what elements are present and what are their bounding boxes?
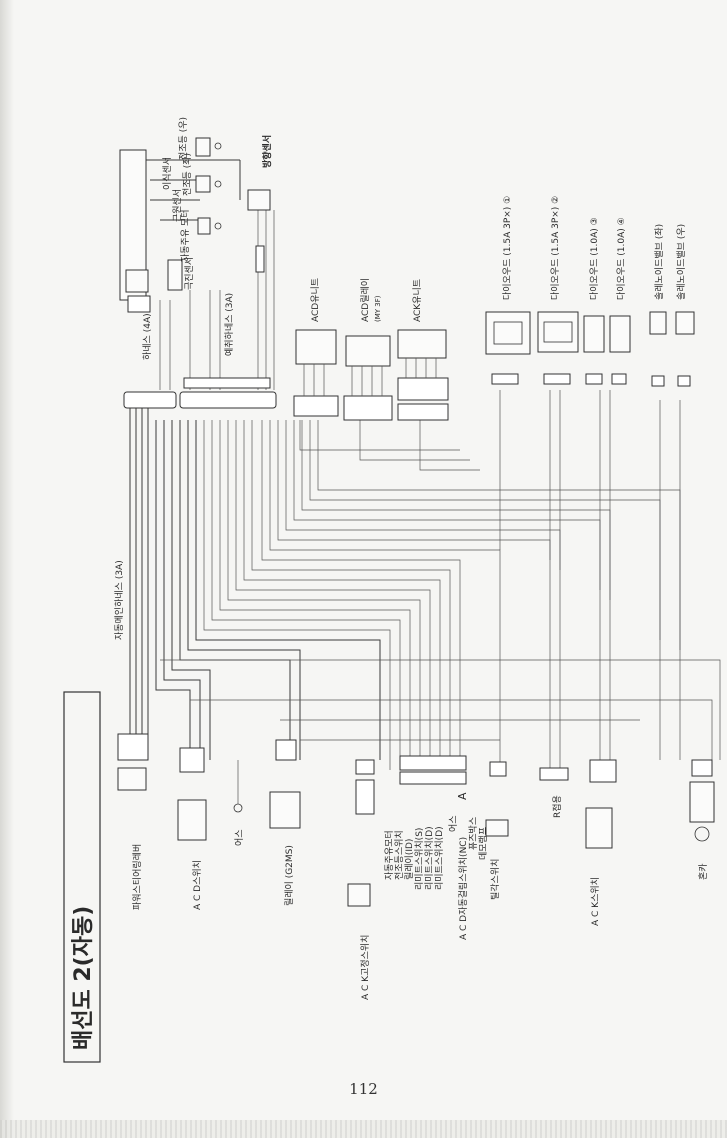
label-list-a4: 리미트스위치(S) xyxy=(413,828,425,890)
label-horn: 혼카 xyxy=(697,863,709,880)
label-ack-unit: ACK유니트 xyxy=(412,279,423,322)
diode-2 xyxy=(537,311,579,385)
acd-switch xyxy=(177,747,207,841)
diode-1 xyxy=(485,311,531,385)
label-r-earth: R접용 xyxy=(551,795,563,818)
main-connector-bank xyxy=(399,755,467,785)
ack-fix-switch xyxy=(347,759,375,907)
label-solenoid-left: 솔레노이드밸브 (좌) xyxy=(654,224,665,300)
label-acd-relay: ACD릴레이 xyxy=(360,278,371,322)
label-limit-sensor: 극진센서 xyxy=(184,257,195,290)
diode-3 xyxy=(583,315,605,385)
solenoid-valve-right xyxy=(675,311,695,387)
label-power-steering-lever: 파워스티어링레버 xyxy=(131,844,143,910)
label-ack-fix-switch: A C K고정스위치 xyxy=(359,935,371,1000)
label-list-a7: 어스 xyxy=(448,815,459,832)
label-list-a5: 리미트스위치(D) xyxy=(423,826,435,890)
wire-bundle xyxy=(129,159,721,770)
label-diode-3: 다이오우드 (1.0A) ③ xyxy=(589,217,600,300)
label-acd-unit: ACD유니트 xyxy=(310,278,321,322)
label-feed-left2: 전조등 (좌) xyxy=(182,153,193,196)
label-list-a10: 데모램프 xyxy=(477,827,489,860)
label-tilt-switch: 틸각스위치 xyxy=(489,859,501,900)
label-sub-harness: 하네스 (4A) xyxy=(142,313,153,360)
label-list-a3: 릴레이(ID) xyxy=(404,839,415,880)
title-frame xyxy=(63,691,101,1063)
acd-relay xyxy=(343,335,393,421)
label-feed-right: 전조등 (우) xyxy=(178,117,189,160)
tilt-switch xyxy=(485,761,509,837)
label-solenoid-right: 솔레노이드밸브 (우) xyxy=(676,224,687,300)
label-spare-harness: 예취하네스 (3A) xyxy=(224,293,235,356)
power-steering-lever xyxy=(117,733,149,791)
label-feed-left: 이식센서 xyxy=(162,157,173,190)
solenoid-valve-left xyxy=(649,311,667,387)
diode-4 xyxy=(609,315,631,385)
horn xyxy=(689,759,715,842)
diagram-labels: 자동메인하네스 (3A) 하네스 (4A) 예취하네스 (3A) 방향센서 근원… xyxy=(114,117,709,1000)
label-left-sensor: 근원센서 xyxy=(172,189,183,222)
label-diode-4: 다이오우드 (1.0A) ④ xyxy=(616,217,627,300)
label-list-a1: 자동주유모터 xyxy=(384,830,395,880)
page-number: 112 xyxy=(349,1080,378,1098)
label-earth: 어스 xyxy=(234,829,245,846)
label-direction-sensor: 방향센서 xyxy=(261,135,273,168)
relay-g2ms xyxy=(269,739,301,829)
label-list-a6: 리미트스위치(D) xyxy=(433,826,445,890)
label-acd-relay-model: (MY 3F) xyxy=(374,295,382,322)
ack-unit xyxy=(397,329,449,421)
earth-symbol xyxy=(233,760,243,813)
harness-connectors xyxy=(123,245,277,409)
acd-unit xyxy=(293,329,339,417)
label-relay: 릴레이 (G2MS) xyxy=(284,845,295,906)
label-ack-switch: A C K스위치 xyxy=(589,877,601,926)
label-list-a8: A C D자동걸림스위치(NC) xyxy=(457,837,469,940)
label-marker-a: A xyxy=(456,792,469,800)
label-list-a9: 퓨즈박스 xyxy=(468,817,479,850)
ack-switch xyxy=(585,759,617,849)
label-acd-switch: A C D스위치 xyxy=(191,860,203,910)
label-diode-2: 다이오우드 (1.5A 3P×) ② xyxy=(550,196,561,300)
label-list-a2: 전조등스위치 xyxy=(393,830,405,880)
direction-sensor-group xyxy=(119,137,271,301)
label-main-harness: 자동메인하네스 (3A) xyxy=(114,560,125,640)
scan-artifact xyxy=(0,1120,727,1138)
binding-shadow xyxy=(0,0,14,1138)
diagram-title: 배선도 2(자동) xyxy=(71,906,96,1050)
label-left-motor: 자동주유 모터 xyxy=(180,209,191,262)
r-earth-connector xyxy=(539,767,569,781)
label-diode-1: 다이오우드 (1.5A 3P×) ① xyxy=(502,196,513,300)
